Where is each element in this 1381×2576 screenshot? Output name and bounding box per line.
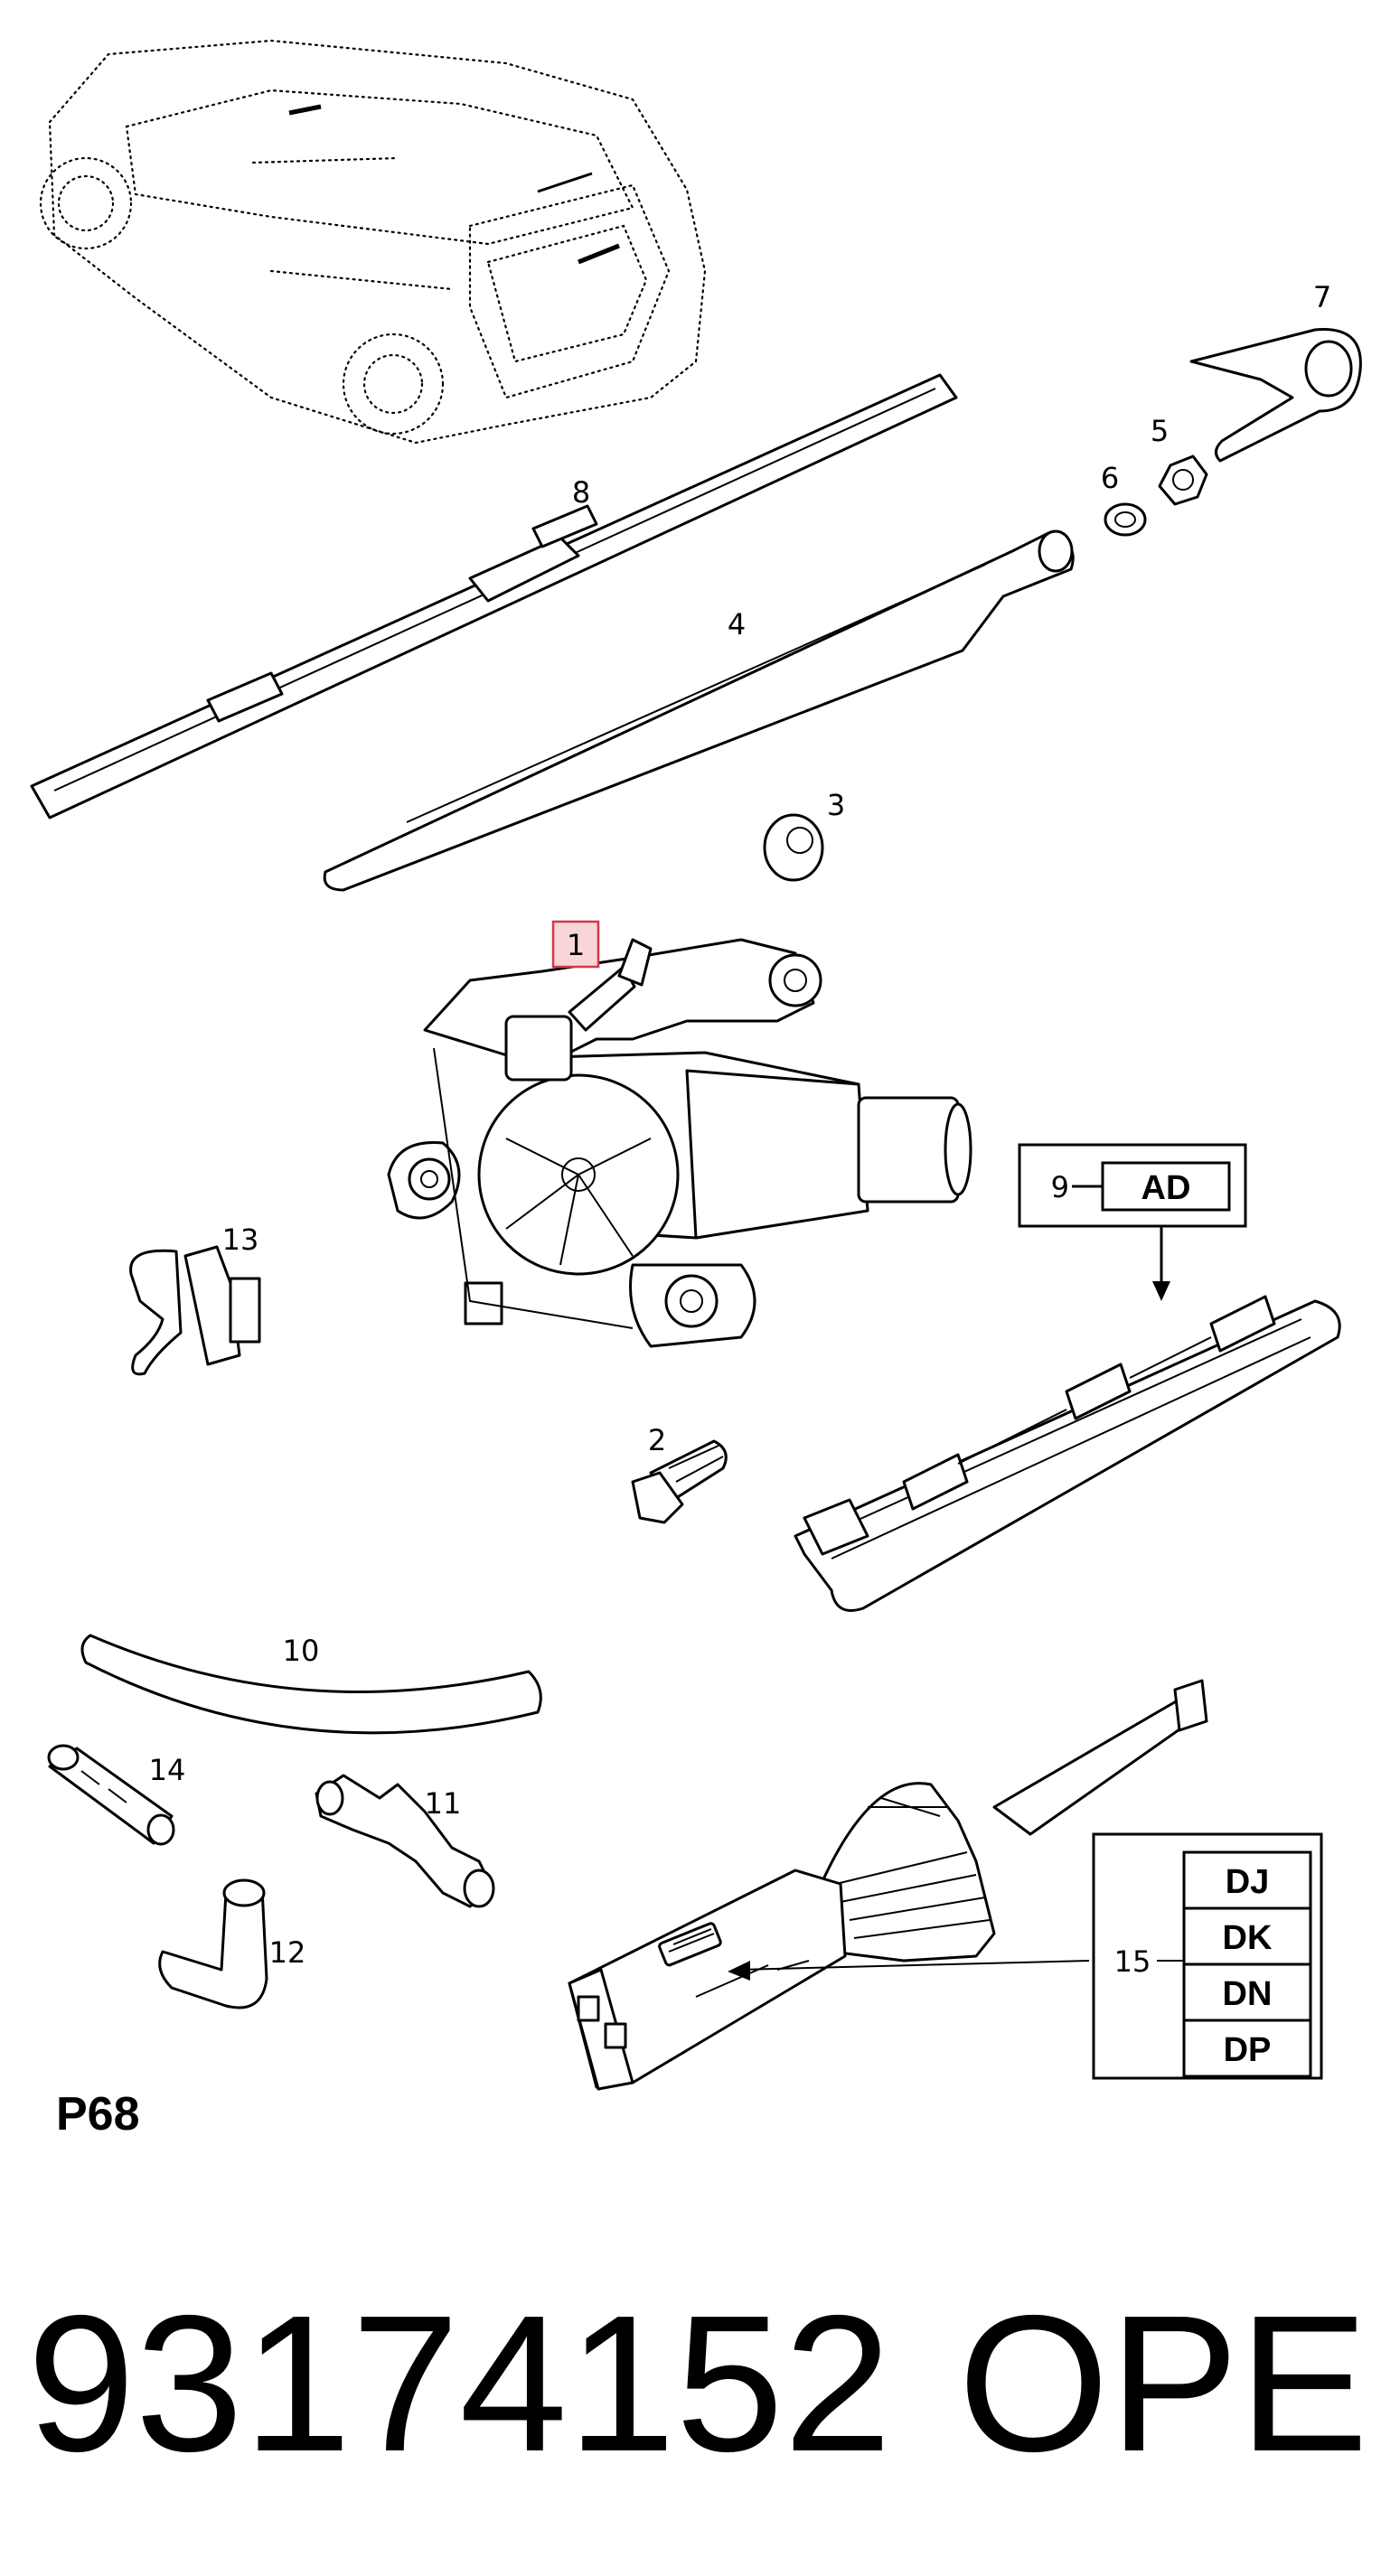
callout-13: 13 bbox=[222, 1222, 259, 1257]
code-dn: DN bbox=[1223, 1975, 1273, 2013]
stalk-switch-part bbox=[568, 1679, 1208, 2091]
callout-6: 6 bbox=[1101, 461, 1119, 495]
arrow-head-9 bbox=[1152, 1281, 1170, 1301]
leader-line-15 bbox=[738, 1960, 1090, 1971]
callout-7: 7 bbox=[1313, 280, 1331, 314]
wiper-arm-part bbox=[323, 529, 1075, 892]
grommet-part bbox=[763, 813, 824, 882]
callout-8: 8 bbox=[572, 475, 590, 510]
clip-part bbox=[129, 1245, 261, 1376]
wiper-blade-part bbox=[30, 373, 958, 820]
part-number: 93174152 bbox=[27, 2274, 892, 2492]
callout-5: 5 bbox=[1151, 414, 1169, 448]
brand-name: OPEL bbox=[958, 2274, 1381, 2492]
callout-2: 2 bbox=[648, 1423, 666, 1457]
elbow-part bbox=[158, 1878, 268, 2009]
connector-part bbox=[315, 1774, 495, 1908]
callout-10: 10 bbox=[283, 1634, 320, 1668]
bolt-part bbox=[631, 1439, 728, 1524]
code-dj: DJ bbox=[1226, 1863, 1270, 1901]
callout-12: 12 bbox=[269, 1935, 306, 1970]
arm-cover-part bbox=[1189, 328, 1362, 463]
wiper-motor-part bbox=[387, 938, 972, 1348]
car-outline-drawing bbox=[39, 39, 707, 445]
brake-light-part bbox=[794, 1295, 1341, 1612]
code-dp: DP bbox=[1224, 2031, 1272, 2069]
callout-3: 3 bbox=[827, 788, 845, 822]
code-dk: DK bbox=[1223, 1919, 1273, 1957]
callout-4: 4 bbox=[728, 607, 746, 642]
callout-1-highlight bbox=[551, 920, 600, 969]
sleeve-part bbox=[47, 1744, 175, 1846]
code-ad: AD bbox=[1141, 1169, 1191, 1207]
arrow-head-15 bbox=[728, 1961, 750, 1981]
washer-part bbox=[1104, 502, 1147, 537]
callout-9: 9 bbox=[1051, 1170, 1069, 1204]
page-code: P68 bbox=[56, 2088, 140, 2140]
callout-11: 11 bbox=[425, 1786, 462, 1821]
callout-1: 1 bbox=[567, 928, 585, 962]
code-box-9 bbox=[1018, 1143, 1247, 1301]
callout-14: 14 bbox=[149, 1753, 186, 1787]
code-box-15 bbox=[1092, 1832, 1323, 2080]
hose-part bbox=[80, 1634, 542, 1735]
nut-part bbox=[1158, 454, 1208, 506]
callout-15: 15 bbox=[1114, 1944, 1151, 1979]
